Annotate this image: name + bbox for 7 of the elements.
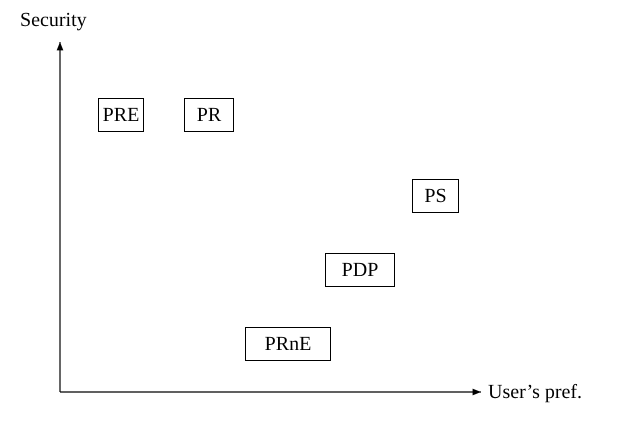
axis-label: Security [20, 10, 87, 30]
label-box: PRE [98, 98, 144, 132]
label-box: PS [412, 179, 459, 213]
label-box: PR [184, 98, 234, 132]
label-box: PRnE [245, 327, 331, 361]
axis-label: User’s pref. [488, 382, 582, 402]
label-box: PDP [325, 253, 395, 287]
